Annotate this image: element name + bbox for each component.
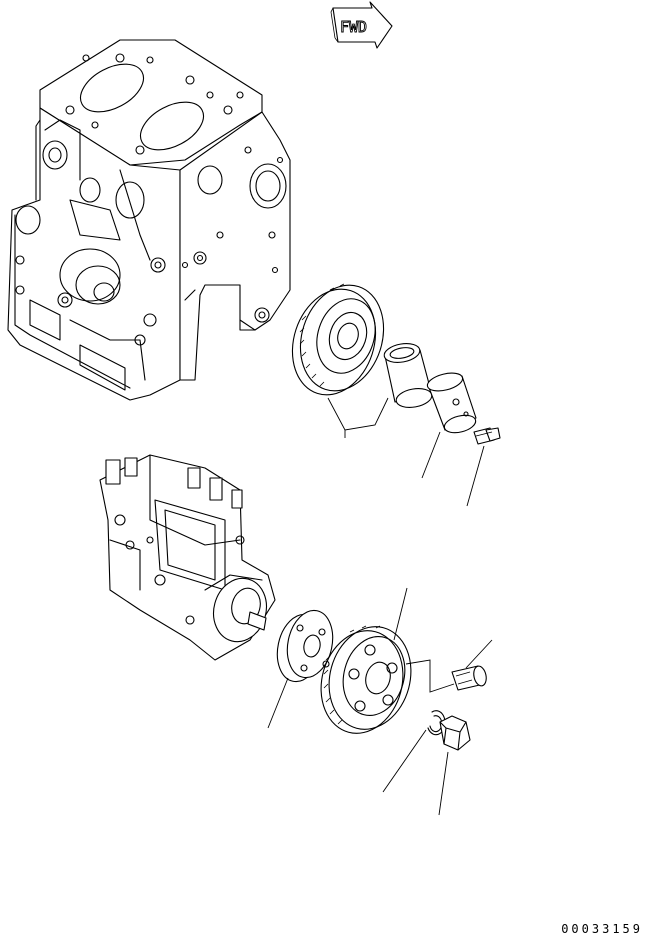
fuel-injection-pump [99, 454, 276, 661]
shaft-bolt [473, 427, 501, 445]
idler-bushing [383, 343, 433, 408]
drawing-number: 00033159 [561, 922, 643, 936]
pump-drive-hub [276, 609, 334, 683]
plug-screw [451, 665, 487, 691]
cylinder-block-assembly [7, 39, 291, 401]
idler-shaft [426, 372, 477, 434]
hex-nut [439, 715, 471, 751]
fwd-label: FWD [340, 18, 367, 36]
fwd-direction-arrow: FWD [330, 1, 393, 49]
pump-drive-gear [320, 625, 412, 734]
leader-lines [267, 397, 493, 816]
idler-gear [291, 283, 385, 396]
